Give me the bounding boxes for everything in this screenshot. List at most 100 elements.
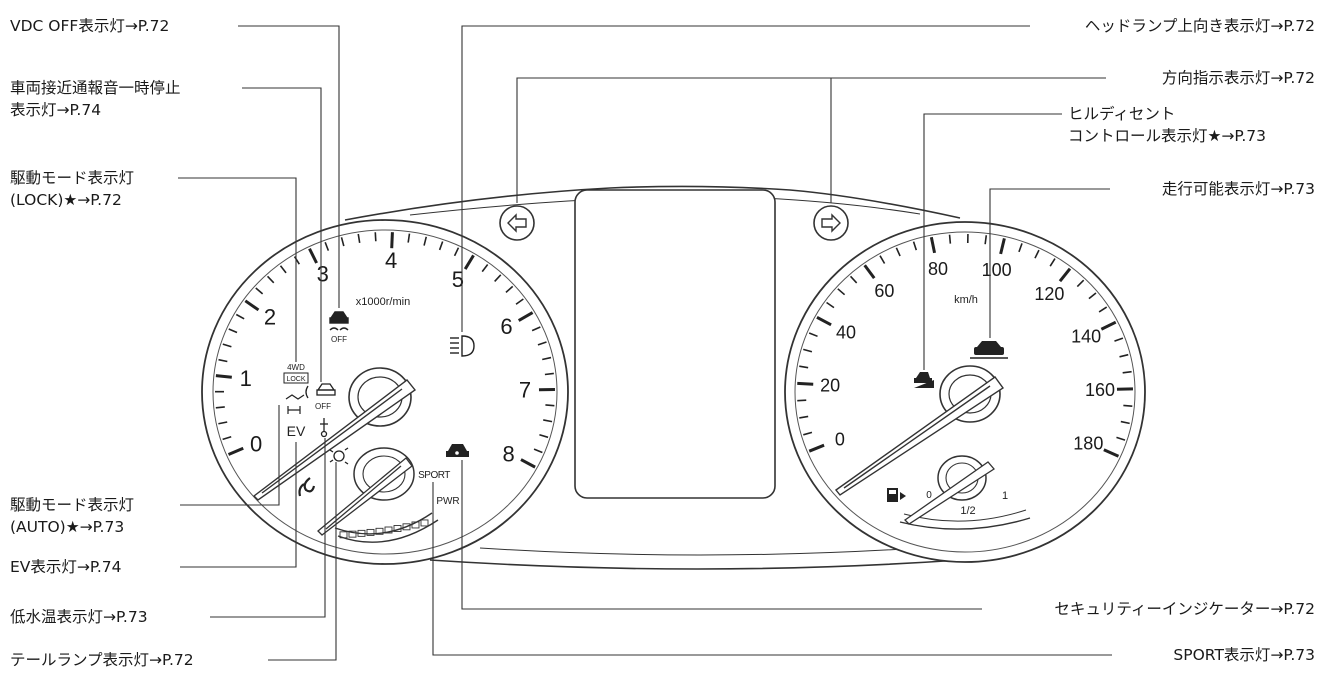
leader-low-water-temp (210, 438, 326, 618)
leader-security (461, 460, 982, 610)
power-segment (348, 530, 357, 538)
minor-tick (542, 356, 552, 361)
minor-tick (218, 358, 228, 363)
minor-tick (340, 237, 345, 247)
minor-tick (544, 372, 554, 376)
power-segment (411, 521, 420, 529)
minor-tick (1114, 337, 1124, 342)
low-water-temp-icon (320, 418, 328, 438)
power-gauge-segments (339, 519, 429, 539)
fuel-label-full: 1 (1002, 490, 1008, 502)
tachometer-number: 6 (500, 314, 512, 339)
power-segment (375, 527, 384, 535)
tachometer-ticks (214, 232, 556, 469)
minor-tick (1076, 279, 1085, 288)
leader-turn-signal (516, 77, 1106, 203)
minor-tick (481, 263, 489, 273)
major-tick (999, 238, 1006, 255)
minor-tick (808, 332, 818, 338)
pwr-label: PWR (436, 496, 459, 507)
label-ev: EV表示灯→P.74 (10, 558, 122, 576)
approach-sound-off-text: OFF (315, 402, 331, 411)
major-tick (863, 264, 876, 279)
speedometer-unit: km/h (954, 294, 978, 306)
minor-tick (357, 233, 361, 244)
power-segment (402, 523, 411, 531)
minor-tick (948, 234, 952, 244)
minor-tick (799, 415, 809, 419)
minor-tick (837, 288, 846, 296)
minor-tick (1098, 306, 1108, 313)
leader-tail-lamp (268, 462, 337, 661)
leader-approach-sound (242, 87, 322, 382)
fuel-gauge-needle (903, 461, 995, 525)
minor-tick (222, 435, 232, 441)
label-tail-lamp: テールランプ表示灯→P.72 (10, 651, 194, 669)
tachometer-number: 2 (264, 304, 276, 329)
minor-tick (515, 298, 524, 305)
label-headlamp-high: ヘッドランプ上向き表示灯→P.72 (1084, 17, 1315, 35)
ready-indicator-icon (970, 341, 1008, 359)
minor-tick (293, 256, 301, 265)
label-security: セキュリティーインジケーター→P.72 (1054, 600, 1315, 618)
fuel-pump-icon (887, 488, 906, 502)
minor-tick (533, 448, 543, 454)
minor-tick (324, 241, 330, 251)
minor-tick (849, 275, 858, 284)
tachometer-number: 4 (385, 248, 397, 273)
leader-sport (432, 482, 1112, 656)
leader-headlamp (461, 25, 1030, 332)
tachometer-number: 3 (317, 261, 329, 286)
minor-tick (803, 348, 813, 353)
ev-indicator: EV (287, 423, 306, 439)
speedometer-number: 120 (1034, 284, 1064, 304)
security-indicator-icon (446, 444, 469, 457)
label-vdc-off: VDC OFF表示灯→P.72 (10, 17, 170, 35)
speedometer-needle (834, 376, 1004, 496)
minor-tick (279, 265, 287, 274)
minor-tick (266, 275, 275, 284)
label-ready: 走行可能表示灯→P.73 (1161, 180, 1315, 198)
minor-tick (423, 236, 428, 246)
minor-tick (895, 247, 901, 257)
headlamp-high-icon (450, 335, 475, 357)
speedometer-number: 20 (820, 375, 840, 395)
minor-tick (228, 328, 238, 334)
minor-tick (494, 274, 502, 282)
major-tick (929, 236, 937, 254)
major-tick (308, 247, 318, 264)
housing-bottom-inner (479, 547, 921, 556)
tachometer-inner-ring (212, 229, 558, 555)
center-display (574, 189, 776, 499)
speedometer-ticks (797, 234, 1133, 458)
major-tick (227, 446, 244, 456)
major-tick (463, 254, 475, 270)
speedometer-number: 40 (836, 323, 856, 343)
major-tick (520, 458, 536, 469)
vdc-off-text: OFF (331, 335, 347, 344)
label-drive-mode-auto: 駆動モード表示灯 (AUTO)★→P.73 (10, 496, 135, 536)
leader-ev (180, 442, 297, 568)
leader-lines (178, 25, 1112, 661)
minor-tick (803, 431, 813, 436)
speedometer-number: 80 (928, 259, 948, 279)
hill-descent-icon (914, 372, 934, 388)
minor-tick (1034, 249, 1040, 259)
power-gauge-arc (334, 512, 433, 535)
minor-tick (826, 301, 835, 309)
4wd-lock-icon: 4WD LOCK (283, 363, 309, 384)
leader-ready (989, 188, 1110, 338)
speedometer-number: 180 (1073, 434, 1103, 454)
svg-text:4WD: 4WD (287, 363, 305, 372)
speedometer-number: 60 (874, 281, 894, 301)
minor-tick (215, 406, 225, 409)
major-tick (797, 381, 814, 386)
major-tick (1100, 320, 1117, 331)
power-gauge-needle (317, 457, 413, 536)
minor-tick (218, 421, 228, 425)
power-segment (339, 531, 348, 539)
